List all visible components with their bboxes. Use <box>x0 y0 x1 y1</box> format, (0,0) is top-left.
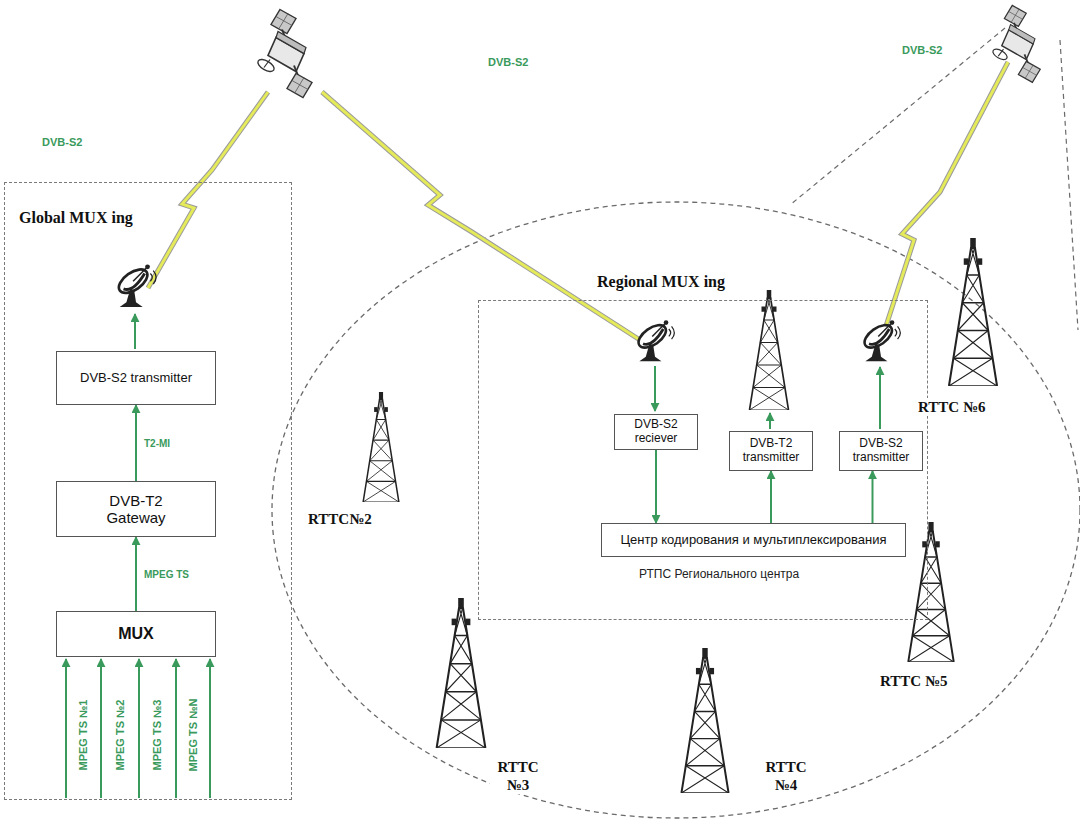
process-box: DVB-T2 Gateway <box>56 481 216 537</box>
box-label: DVB-T2 transmitter <box>734 437 808 465</box>
process-box: DVB-S2 reciever <box>614 414 698 450</box>
station-label: RTTC №5 <box>878 672 949 690</box>
process-box: MUX <box>56 611 216 657</box>
illustration-part <box>769 413 771 429</box>
station-label: RTTC №4 <box>758 758 814 794</box>
box-label: Центр кодирования и мультиплексирования <box>620 533 886 548</box>
tower-icon <box>949 238 997 386</box>
illustration-part <box>138 659 140 798</box>
satellite-link <box>148 62 1008 340</box>
process-box: DVB-S2 transmitter <box>839 431 923 471</box>
illustration-part <box>148 92 268 288</box>
satellite-icon <box>256 10 312 98</box>
satellite-icon <box>991 5 1040 82</box>
box-label: DVB-S2 reciever <box>619 418 693 446</box>
signal-arrow <box>872 471 874 523</box>
illustration-part <box>175 659 177 798</box>
stream-label: MPEG TS №1 <box>77 698 89 773</box>
signal-arrow <box>135 405 137 481</box>
link-label: DVB-S2 <box>486 56 530 68</box>
tower-icon <box>750 290 789 410</box>
edge-label: MPEG TS <box>142 569 191 580</box>
tower-icon <box>908 522 954 662</box>
illustration-part <box>100 659 102 798</box>
process-box: Центр кодирования и мультиплексирования <box>601 523 906 557</box>
signal-arrow <box>655 450 657 523</box>
station-label: RTTC№2 <box>306 510 374 528</box>
illustration-part <box>209 659 211 798</box>
illustration-part <box>886 62 1008 326</box>
region-caption: РТПС Регионального центра <box>639 567 799 581</box>
link-label: DVB-S2 <box>900 44 944 56</box>
region-frame: Global MUX ingDVB-S2 transmitterDVB-T2 G… <box>4 182 292 800</box>
box-label: DVB-S2 transmitter <box>80 371 192 386</box>
process-box: DVB-S2 transmitter <box>56 351 216 405</box>
illustration-part <box>886 62 1008 326</box>
dish-icon <box>115 264 156 307</box>
signal-arrow <box>770 471 772 523</box>
illustration-part <box>134 314 136 349</box>
region-frame: Regional MUX ingРТПС Регионального центр… <box>478 300 928 620</box>
stream-label: MPEG TS №3 <box>151 698 163 773</box>
region-title: Regional MUX ing <box>597 273 725 291</box>
edge-label: T2-MI <box>142 438 172 449</box>
tower-icon <box>437 598 486 748</box>
tower-icon <box>681 648 728 793</box>
stream-label: MPEG TS №N <box>187 697 199 774</box>
signal-arrow <box>135 537 137 611</box>
illustration-part <box>65 659 67 798</box>
link-label: DVB-S2 <box>40 136 84 148</box>
dish-icon <box>861 320 901 361</box>
illustration-part <box>879 367 881 429</box>
station-label: RTTC №6 <box>916 398 987 416</box>
process-box: DVB-T2 transmitter <box>729 431 813 471</box>
coverage-ellipse <box>272 202 1080 818</box>
illustration-part <box>322 92 640 340</box>
illustration-part <box>148 92 268 288</box>
tower-icon <box>363 392 399 502</box>
stream-label: MPEG TS №2 <box>114 698 126 773</box>
box-label: MUX <box>118 625 154 643</box>
illustration-part <box>322 92 640 340</box>
illustration-part <box>654 366 656 411</box>
box-label: DVB-T2 Gateway <box>93 492 179 527</box>
dish-icon <box>635 320 675 361</box>
box-label: DVB-S2 transmitter <box>844 437 918 465</box>
station-label: RTTC №3 <box>490 758 546 794</box>
region-title: Global MUX ing <box>19 209 133 227</box>
